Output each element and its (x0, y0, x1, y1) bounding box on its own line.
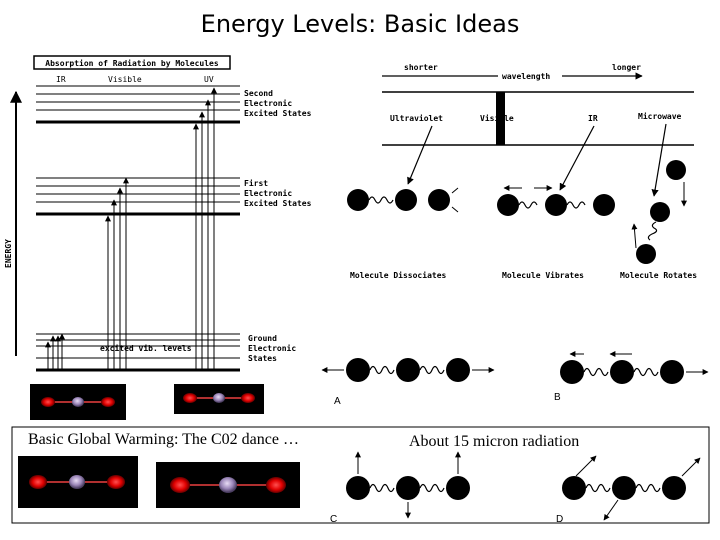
ir-arrow (559, 125, 595, 191)
molecule-vibrates (497, 185, 615, 216)
ground-state-label-2: Electronic (248, 343, 296, 353)
first-state-label-1: First (244, 178, 268, 188)
caption-right: About 15 micron radiation (409, 433, 580, 450)
effect-vibrates: Molecule Vibrates (502, 270, 584, 280)
column-uv-label: UV (204, 75, 214, 84)
band-microwave: Microwave (638, 111, 682, 121)
mode-b: B (554, 351, 709, 403)
first-state-label-2: Electronic (244, 188, 292, 198)
mode-c-label: C (330, 514, 337, 525)
mode-a: A (321, 358, 495, 407)
second-excited-levels (36, 85, 240, 124)
mode-d-label: D (556, 514, 563, 525)
diagram-header: Absorption of Radiation by Molecules (45, 58, 219, 68)
diagram-header-box (33, 55, 231, 70)
effect-dissociates: Molecule Dissociates (350, 270, 447, 280)
page-title: Energy Levels: Basic Ideas (200, 10, 520, 38)
co2-image-small-2 (174, 384, 264, 414)
vib-levels-label: excited vib. levels (100, 343, 192, 353)
co2-image-small-1 (30, 384, 126, 420)
energy-level-diagram: Absorption of Radiation by Molecules IR … (4, 55, 312, 372)
uv-arrow (407, 125, 433, 185)
longer-label: longer (612, 63, 641, 72)
shorter-label: shorter (404, 63, 438, 72)
second-state-label-3: Excited States (244, 108, 312, 118)
co2-image-large-2 (156, 462, 300, 508)
first-excited-levels (36, 177, 240, 216)
mode-c: C (330, 451, 470, 525)
band-visible: Visible (480, 113, 514, 123)
second-state-label-2: Electronic (244, 98, 292, 108)
caption-frame (11, 426, 710, 524)
molecule-rotates (631, 160, 687, 264)
spectrum-diagram: shorter longer wavelength Ultraviolet Vi… (347, 63, 697, 280)
transition-arrows (45, 87, 217, 370)
ground-state-label-3: States (248, 354, 277, 363)
mode-a-label: A (334, 396, 341, 407)
first-state-label-3: Excited States (244, 198, 312, 208)
mode-d: D (556, 455, 701, 525)
ground-state-label-1: Ground (248, 334, 277, 343)
wavelength-label: wavelength (502, 72, 550, 81)
co2-image-large-1 (18, 456, 138, 508)
molecule-dissociates (347, 187, 459, 213)
mode-b-label: B (554, 392, 561, 403)
second-state-label-1: Second (244, 89, 273, 98)
energy-axis-label: ENERGY (4, 239, 13, 268)
caption-left: Basic Global Warming: The C02 dance … (28, 431, 299, 448)
band-uv: Ultraviolet (390, 113, 443, 123)
effect-rotates: Molecule Rotates (620, 271, 697, 280)
band-ir: IR (588, 114, 598, 123)
microwave-arrow (651, 123, 667, 197)
column-ir-label: IR (56, 75, 66, 84)
ground-levels (36, 333, 240, 372)
column-visible-label: Visible (108, 75, 142, 84)
visible-band (496, 92, 505, 145)
